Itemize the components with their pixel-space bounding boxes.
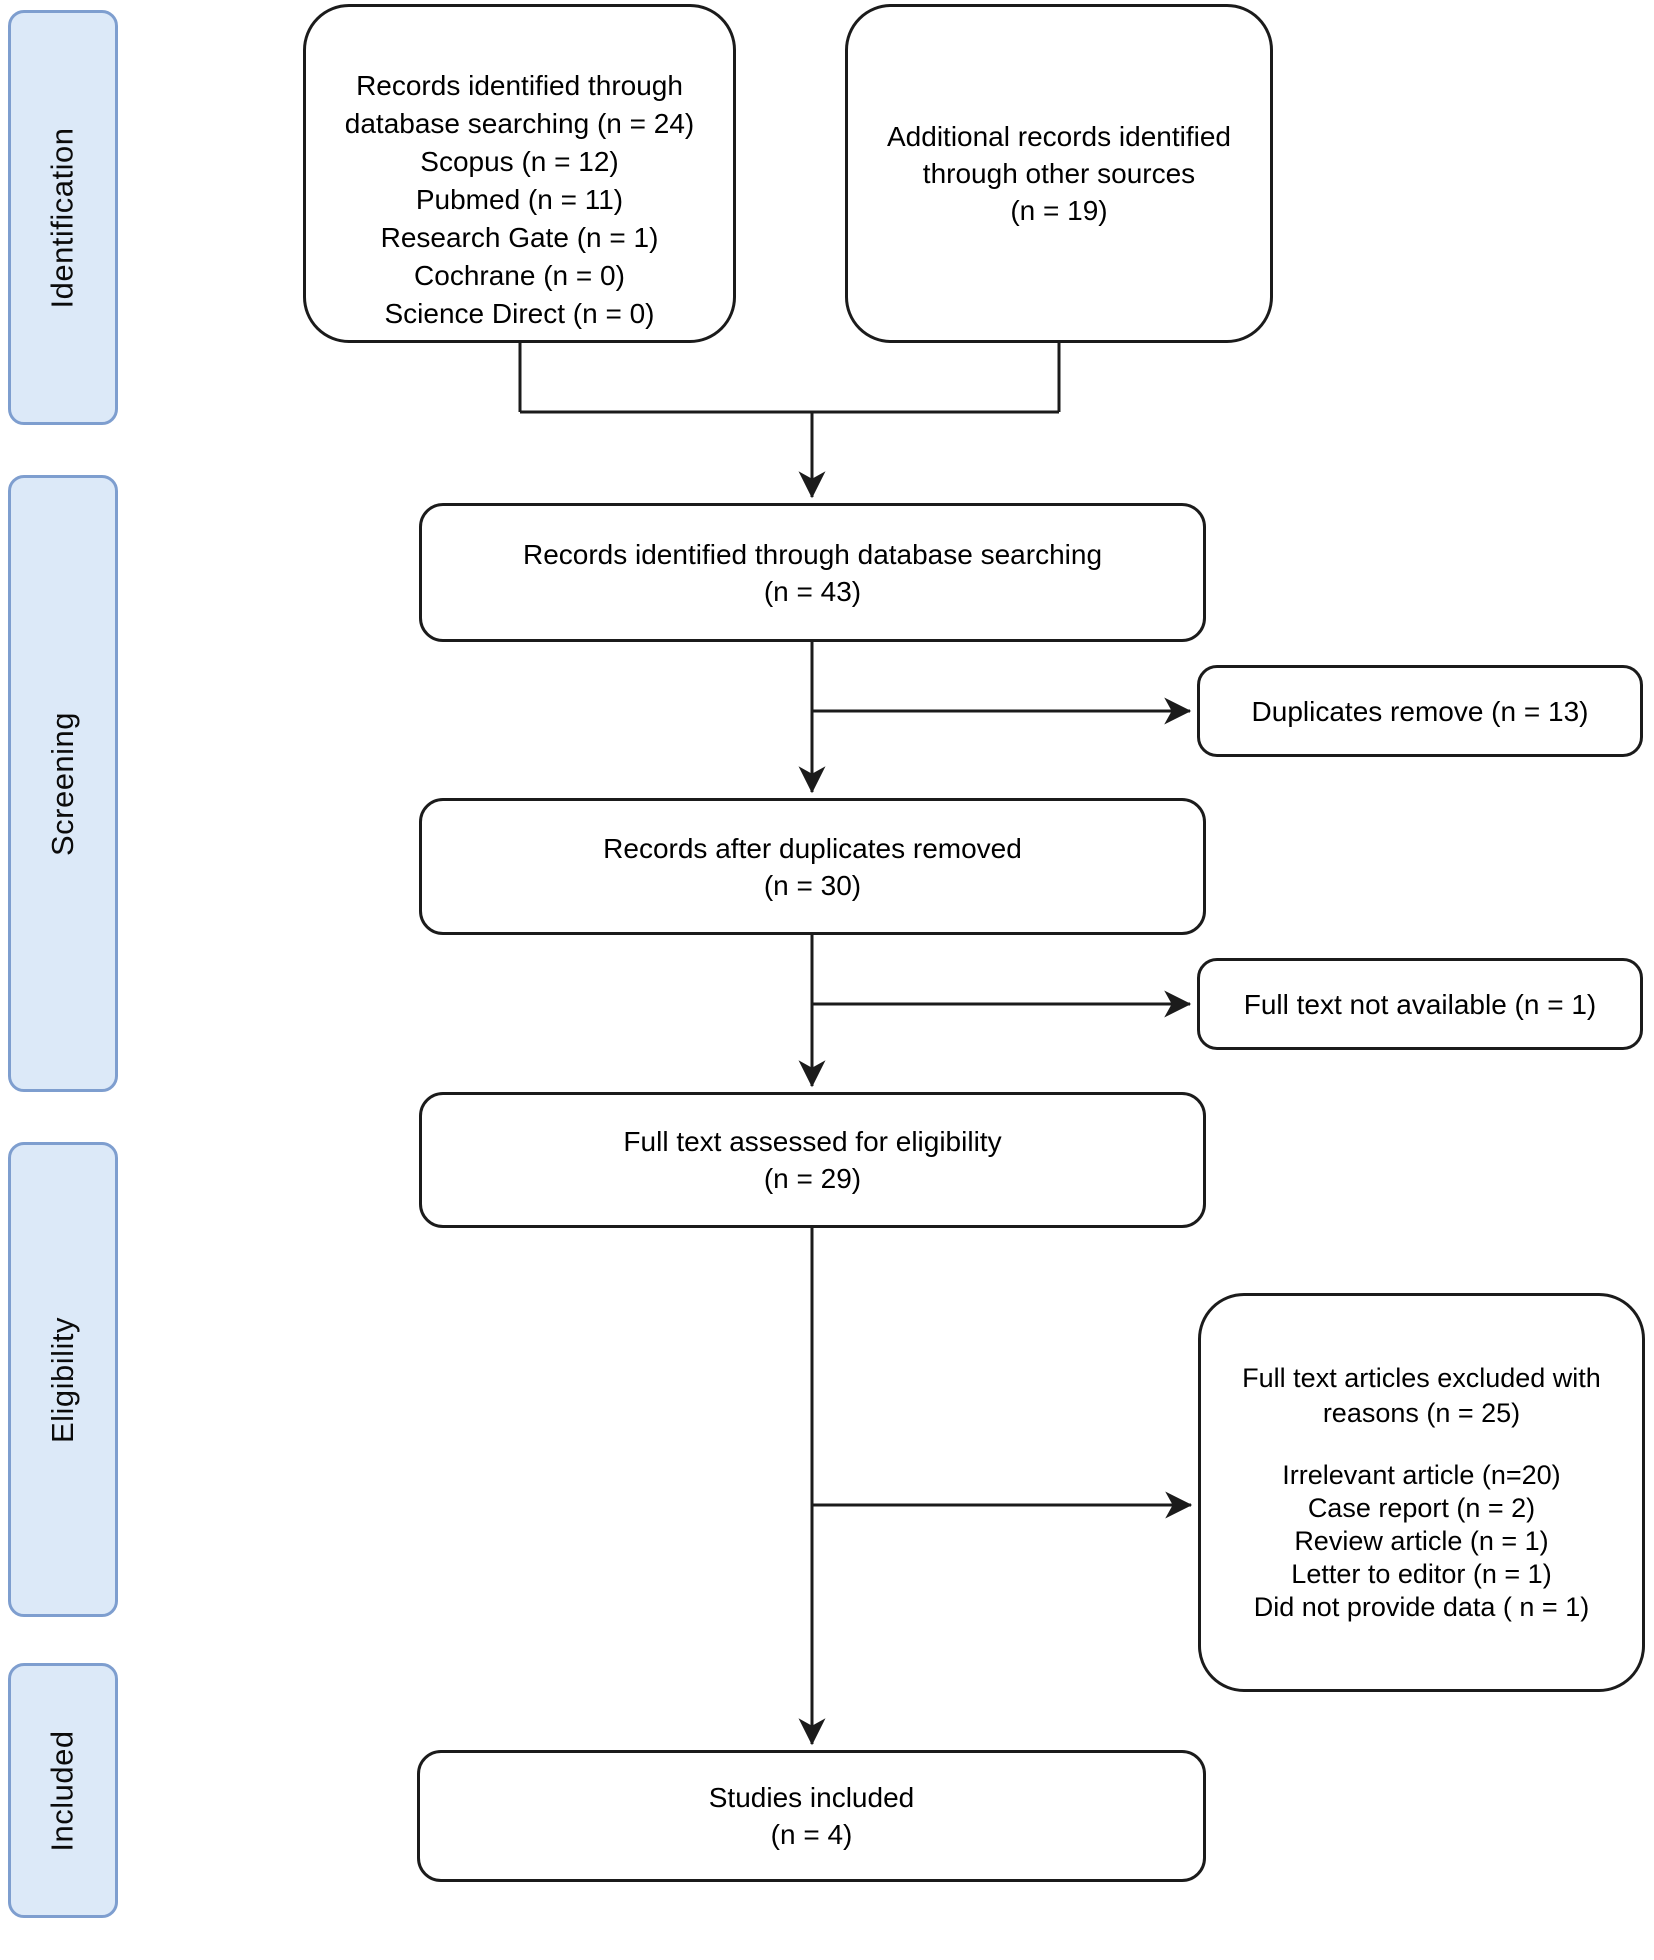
box-text-line: Pubmed (n = 11)	[415, 183, 624, 215]
stage-identification: Identification	[8, 10, 118, 425]
stage-included-label: Included	[45, 1729, 80, 1852]
box-full-text-assessed: Full text assessed for eligibility (n = …	[419, 1092, 1206, 1228]
stage-screening-label: Screening	[45, 711, 80, 856]
excluded-heading: Full text articles excluded with reasons…	[1242, 1361, 1601, 1431]
box-additional-records: Additional records identified through ot…	[845, 4, 1273, 343]
box-text-line: Research Gate (n = 1)	[380, 221, 659, 253]
box-text-line: Records identified through database sear…	[522, 538, 1103, 570]
box-text-line: Scopus (n = 12)	[420, 145, 619, 177]
box-studies-included: Studies included (n = 4)	[417, 1750, 1206, 1882]
box-text-line: (n = 43)	[763, 575, 862, 607]
box-text-line: Letter to editor (n = 1)	[1291, 1559, 1552, 1589]
box-records-after-duplicates: Records after duplicates removed (n = 30…	[419, 798, 1206, 935]
box-text-line: (n = 19)	[1010, 195, 1108, 226]
box-text-line: Records after duplicates removed	[603, 832, 1022, 864]
box-text-line: Studies included	[708, 1782, 915, 1813]
box-text-line: Did not provide data ( n = 1)	[1253, 1592, 1590, 1622]
stage-included: Included	[8, 1663, 118, 1918]
box-text-line: Full text articles excluded with	[1242, 1363, 1601, 1393]
box-text-line: reasons (n = 25)	[1322, 1398, 1521, 1428]
box-records-identified-sources: Records identified through database sear…	[303, 4, 736, 343]
box-text-line: Science Direct (n = 0)	[384, 297, 655, 329]
box-text-line: Irrelevant article (n=20)	[1282, 1460, 1561, 1490]
box-text-line: Review article (n = 1)	[1294, 1526, 1549, 1556]
box-text-line: (n = 30)	[763, 869, 862, 901]
stage-identification-label: Identification	[45, 126, 80, 309]
box-full-text-not-available: Full text not available (n = 1)	[1197, 958, 1643, 1050]
stage-eligibility: Eligibility	[8, 1142, 118, 1617]
stage-eligibility-label: Eligibility	[45, 1316, 81, 1443]
box-text-line: database searching (n = 24)	[344, 107, 695, 139]
excluded-reasons: Irrelevant article (n=20) Case report (n…	[1254, 1459, 1589, 1624]
box-text-line: Additional records identified	[887, 121, 1231, 152]
box-text-line: Full text assessed for eligibility	[623, 1126, 1002, 1157]
box-text-line: Records identified through	[356, 69, 683, 101]
stage-screening: Screening	[8, 475, 118, 1092]
box-text-line: Duplicates remove (n = 13)	[1251, 695, 1589, 727]
box-full-text-excluded: Full text articles excluded with reasons…	[1198, 1293, 1645, 1692]
box-text-line: Case report (n = 2)	[1307, 1493, 1536, 1523]
box-text-line: (n = 4)	[770, 1819, 853, 1850]
box-text-line: through other sources	[922, 158, 1196, 189]
box-text-line: Full text not available (n = 1)	[1243, 988, 1597, 1020]
box-records-identified-total: Records identified through database sear…	[419, 503, 1206, 642]
box-text-line: (n = 29)	[763, 1163, 862, 1194]
box-text-line: Cochrane (n = 0)	[414, 259, 625, 291]
box-duplicates-removed: Duplicates remove (n = 13)	[1197, 665, 1643, 757]
